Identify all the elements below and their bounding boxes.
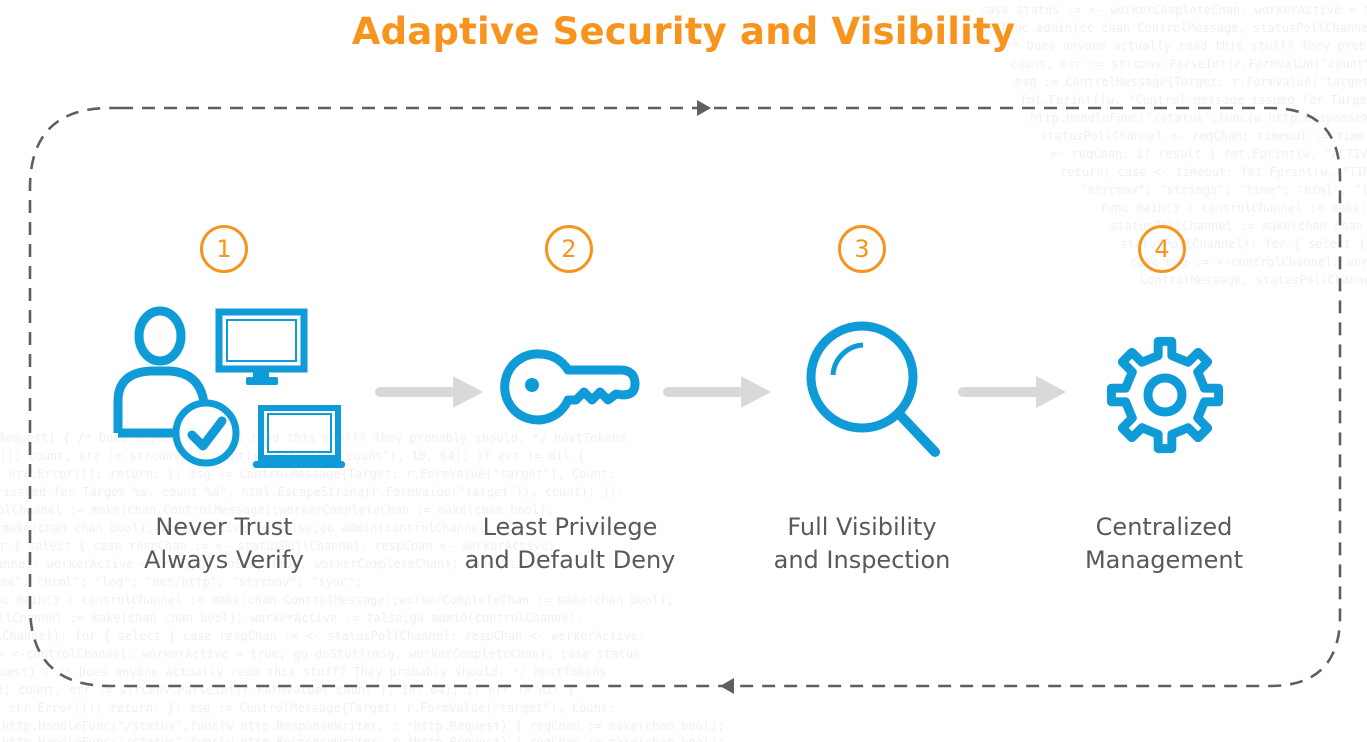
step-3-badge: 3: [838, 225, 886, 273]
step-1-label-line1: Never Trust: [155, 513, 293, 541]
loop-arrow-right-icon: [697, 100, 711, 116]
step-3-label-line1: Full Visibility: [787, 513, 937, 541]
magnifier-icon: [806, 321, 940, 457]
gear-icon: [1106, 336, 1224, 454]
key-icon: [500, 349, 640, 425]
diagram-title: Adaptive Security and Visibility: [351, 10, 1016, 53]
user-devices-verified-icon: [113, 306, 345, 468]
flow-arrow-2-3: [663, 376, 771, 408]
step-2-label: Least Privilege and Default Deny: [430, 511, 710, 577]
step-3-label: Full Visibility and Inspection: [722, 511, 1002, 577]
step-1-label: Never Trust Always Verify: [84, 511, 364, 577]
step-4-label-line2: Management: [1084, 546, 1244, 574]
step-4-badge: 4: [1138, 225, 1186, 273]
gear-outline: [1106, 336, 1224, 454]
step-2-label-line2: and Default Deny: [464, 546, 676, 574]
dashed-loop-path: [28, 106, 1342, 688]
step-4-label-line1: Centralized: [1095, 513, 1233, 541]
flow-arrow-3-4: [958, 376, 1066, 408]
step-1-badge: 1: [200, 225, 248, 273]
step-3-label-line2: and Inspection: [773, 546, 951, 574]
flow-arrow-1-2: [375, 376, 483, 408]
step-1-label-line2: Always Verify: [144, 546, 304, 574]
step-4-label: Centralized Management: [1024, 511, 1304, 577]
step-2-badge: 2: [545, 225, 593, 273]
step-2-label-line1: Least Privilege: [482, 513, 658, 541]
loop-arrow-left-icon: [720, 678, 734, 694]
